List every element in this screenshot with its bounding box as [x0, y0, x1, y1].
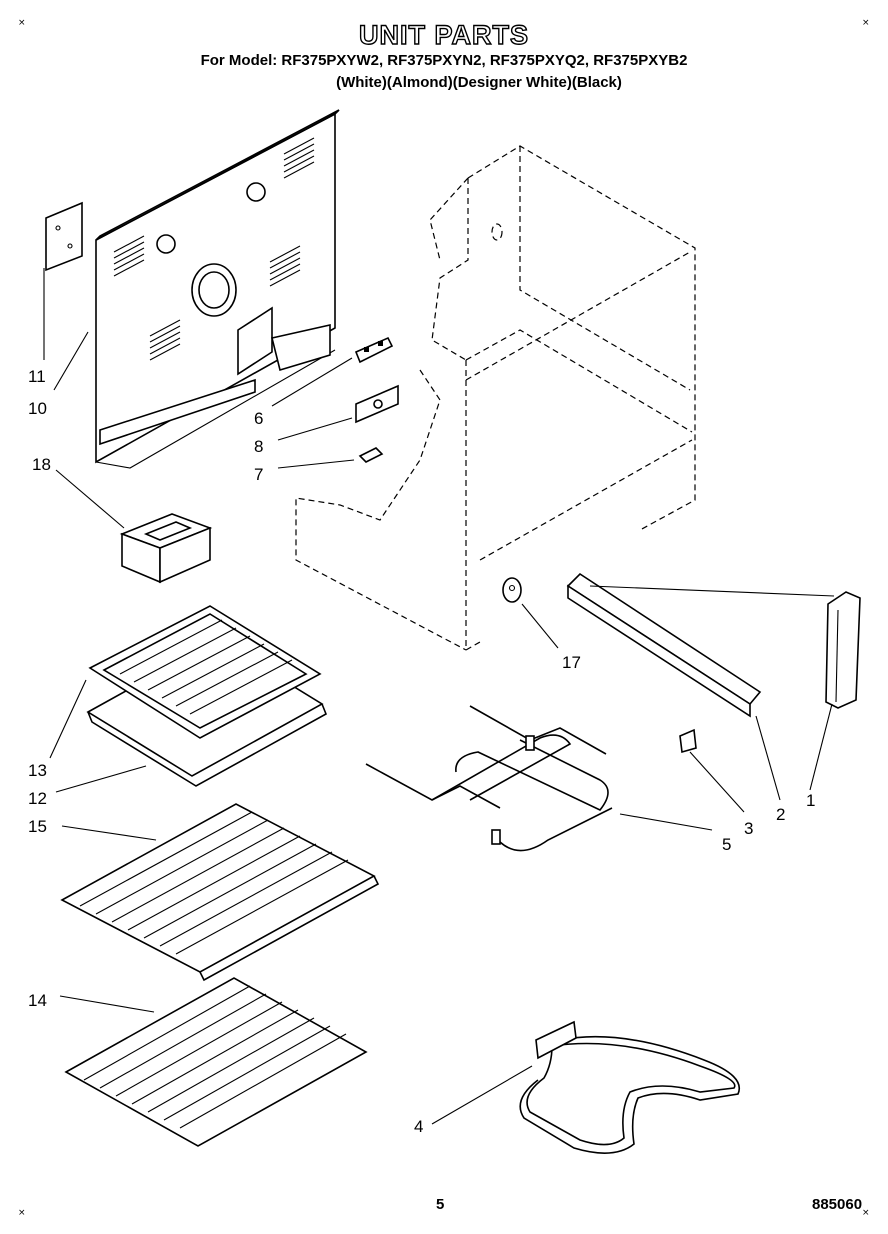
corner-mark: ×	[862, 1208, 870, 1218]
component-part-18	[119, 513, 213, 584]
page-title: UNIT PARTS	[358, 19, 529, 50]
callout-6: 6	[254, 409, 263, 428]
bracket-part-11	[45, 201, 83, 272]
oven-rack-part-15	[60, 803, 380, 982]
callout-8: 8	[254, 437, 263, 456]
callout-18: 18	[32, 455, 51, 474]
clip-part-7	[358, 447, 384, 463]
callout-10: 10	[28, 399, 47, 418]
model-list: For Model: RF375PXYW2, RF375PXYN2, RF375…	[200, 52, 688, 69]
oven-cabinet-outline	[295, 145, 696, 652]
callout-11: 11	[28, 367, 46, 386]
side-trim-part-1	[825, 591, 861, 709]
corner-mark: ×	[18, 18, 26, 28]
callout-15: 15	[28, 817, 47, 836]
oven-rack-part-14	[64, 977, 368, 1147]
bake-element-part-4	[519, 1020, 741, 1154]
color-list: (White)(Almond)(Designer White)(Black)	[336, 74, 622, 91]
rear-panel-part-10	[95, 109, 340, 469]
leader-lines	[43, 268, 835, 1125]
callout-4: 4	[414, 1117, 423, 1136]
broiler-grid-part-13	[88, 605, 322, 739]
callout-2: 2	[776, 805, 785, 824]
callout-13: 13	[28, 761, 47, 780]
callout-12: 12	[28, 789, 47, 808]
bracket-part-6	[354, 336, 394, 364]
bracket-part-8	[355, 384, 399, 424]
front-trim-part-2	[566, 572, 762, 718]
callout-7: 7	[254, 465, 263, 484]
callout-14: 14	[28, 991, 47, 1010]
document-code: 885060	[812, 1196, 863, 1213]
page-number: 5	[436, 1196, 445, 1213]
callout-1: 1	[806, 791, 815, 810]
corner-mark: ×	[18, 1208, 26, 1218]
broil-element-part-5	[365, 705, 613, 852]
clip-part-3	[679, 728, 697, 754]
callout-17: 17	[562, 653, 581, 672]
corner-mark: ×	[862, 18, 870, 28]
callout-3: 3	[744, 819, 753, 838]
callout-5: 5	[722, 835, 731, 854]
part-17	[502, 577, 522, 603]
